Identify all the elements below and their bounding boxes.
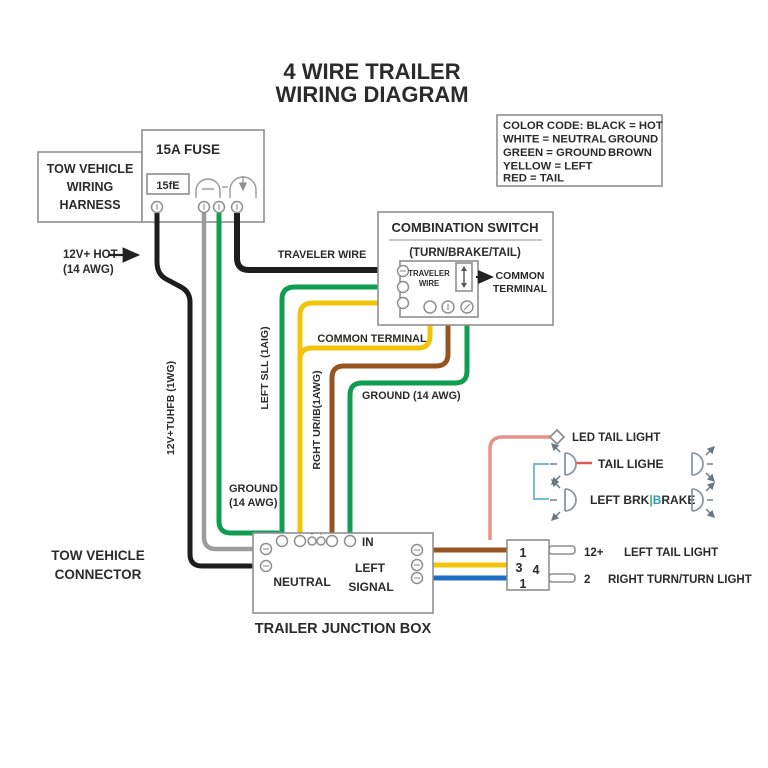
- out1-pin-label: 12+: [584, 547, 604, 559]
- tail-light-label: TAIL LIGHE: [598, 457, 664, 471]
- out2-label: RIGHT TURN/TURN LIGHT: [608, 574, 752, 586]
- common-terminal-label: COMMON TERMINAL: [317, 333, 427, 345]
- wire-traveler-black: [234, 213, 397, 273]
- tow-connector-label-line1: TOW VEHICLE: [51, 548, 145, 563]
- ground-right-label: GROUND (14 AWG): [362, 390, 461, 402]
- traveler-wire-label: TRAVELER WIRE: [278, 249, 367, 261]
- common-label-line1: COMMON: [496, 270, 545, 282]
- wire-left-yellow: [297, 300, 397, 535]
- fuse-title: 15A FUSE: [156, 142, 220, 157]
- harness-label-line3: HARNESS: [59, 198, 120, 212]
- terminal-icon: [307, 536, 317, 546]
- out2-pin-label: 2: [584, 574, 590, 586]
- color-code-line3a: GREEN = GROUND: [503, 147, 606, 159]
- hot-label-line1: 12V+ HOT: [63, 249, 118, 261]
- brake-lamp-right-icon: [691, 482, 715, 518]
- pin-number: 1: [520, 577, 527, 591]
- terminal-icon: [423, 300, 437, 314]
- brake-lamp-icon: [550, 479, 577, 521]
- wire-left-green: [279, 284, 397, 535]
- color-code-line2a: WHITE = NEUTRAL: [503, 134, 606, 146]
- harness-label-line1: TOW VEHICLE: [47, 162, 134, 176]
- harness-label-line2: WIRING: [67, 180, 114, 194]
- terminal-icon: [316, 536, 326, 546]
- page-title-line1: 4 WIRE TRAILER: [283, 59, 460, 84]
- connector-prong-icon: [548, 573, 576, 583]
- wire-ground-green-right: [347, 307, 470, 535]
- pin-number: 3: [516, 561, 523, 575]
- out1-label: LEFT TAIL LIGHT: [624, 547, 718, 559]
- connector-body: [506, 539, 550, 591]
- wire-led-pink: [488, 435, 550, 540]
- left-signal-label-line2: SIGNAL: [348, 580, 393, 594]
- tail-lamp-icon: [550, 443, 577, 485]
- wire-common-yellow-branch: [297, 307, 433, 361]
- left-signal-label-line1: LEFT: [355, 561, 386, 575]
- color-code-line5: RED = TAIL: [503, 173, 564, 185]
- led-tail-light: LED TAIL LIGHT: [548, 428, 660, 446]
- diamond-icon: [548, 428, 566, 446]
- fuse-terminals: [150, 200, 244, 214]
- color-code-line2b: GROUND: [608, 134, 658, 146]
- combination-switch: COMBINATION SWITCH (TURN/BRAKE/TAIL) TRA…: [377, 211, 554, 326]
- color-code-line3b: BROWN: [608, 147, 652, 159]
- ground-left-label-line2: (14 AWG): [229, 497, 278, 509]
- tail-lamp-right-icon: [691, 446, 715, 482]
- harness-box: TOW VEHICLE WIRING HARNESS: [37, 151, 143, 223]
- in-label: IN: [362, 537, 374, 549]
- terminal-icon: [343, 534, 357, 548]
- junction-box-title: TRAILER JUNCTION BOX: [255, 621, 432, 637]
- terminal-icon: [325, 534, 339, 548]
- color-code-line1: COLOR CODE: BLACK = HOT: [503, 120, 663, 132]
- terminal-icon: [275, 534, 289, 548]
- hot-vertical-label: 12V+TUHFB (1WG): [165, 361, 177, 455]
- traveler-wire-inner-label2: WIRE: [419, 279, 439, 288]
- terminal-icon: [293, 534, 307, 548]
- page-title-line2: WIRING DIAGRAM: [275, 82, 468, 107]
- led-tail-light-label: LED TAIL LIGHT: [572, 432, 660, 444]
- common-label-line2: TERMINAL: [493, 283, 548, 295]
- tow-connector-label-line2: CONNECTOR: [55, 567, 142, 582]
- wire-neutral-gray: [201, 213, 260, 552]
- color-code-box: [496, 114, 663, 187]
- wire-12v-hot-black: [154, 213, 260, 569]
- wire-right-turn-brown: [329, 307, 451, 535]
- neutral-label: NEUTRAL: [273, 575, 330, 589]
- fuse-rating-box: [146, 173, 190, 195]
- fuse-box: 15A FUSE 15fE: [141, 129, 265, 223]
- brake-light-label: LEFT BRK|BRAKE: [590, 493, 695, 507]
- up-down-arrow-icon: [461, 266, 467, 288]
- switch-subtitle: (TURN/BRAKE/TAIL): [409, 247, 521, 259]
- color-code-legend: COLOR CODE: BLACK = HOT WHITE = NEUTRAL …: [496, 114, 663, 187]
- wire-lamp-bracket-blue: [533, 463, 549, 500]
- terminal-icon: [396, 296, 410, 310]
- color-code-line4: YELLOW = LEFT: [503, 161, 593, 173]
- right-turn-vertical-label: RGHT UR/IB(1AWG): [311, 370, 323, 469]
- switch-title: COMBINATION SWITCH: [391, 220, 538, 235]
- connector-prong-icon: [548, 545, 576, 555]
- terminal-icon: [396, 280, 410, 294]
- breaker-icon: [195, 178, 221, 198]
- hot-label-line2: (14 AWG): [63, 264, 114, 276]
- traveler-wire-inner-label1: TRAVELER: [408, 269, 450, 278]
- trailer-junction-box: IN NEUTRAL LEFT SIGNAL: [252, 532, 434, 614]
- pin-number: 1: [520, 546, 527, 560]
- fuse-rating: 15fE: [156, 180, 179, 192]
- left-vertical-label: LEFT SLL (1AIG): [259, 326, 271, 409]
- pin-number: 4: [533, 563, 540, 577]
- ground-left-label-line1: GROUND: [229, 483, 278, 495]
- four-pin-connector: 1 3 4 1: [506, 539, 576, 591]
